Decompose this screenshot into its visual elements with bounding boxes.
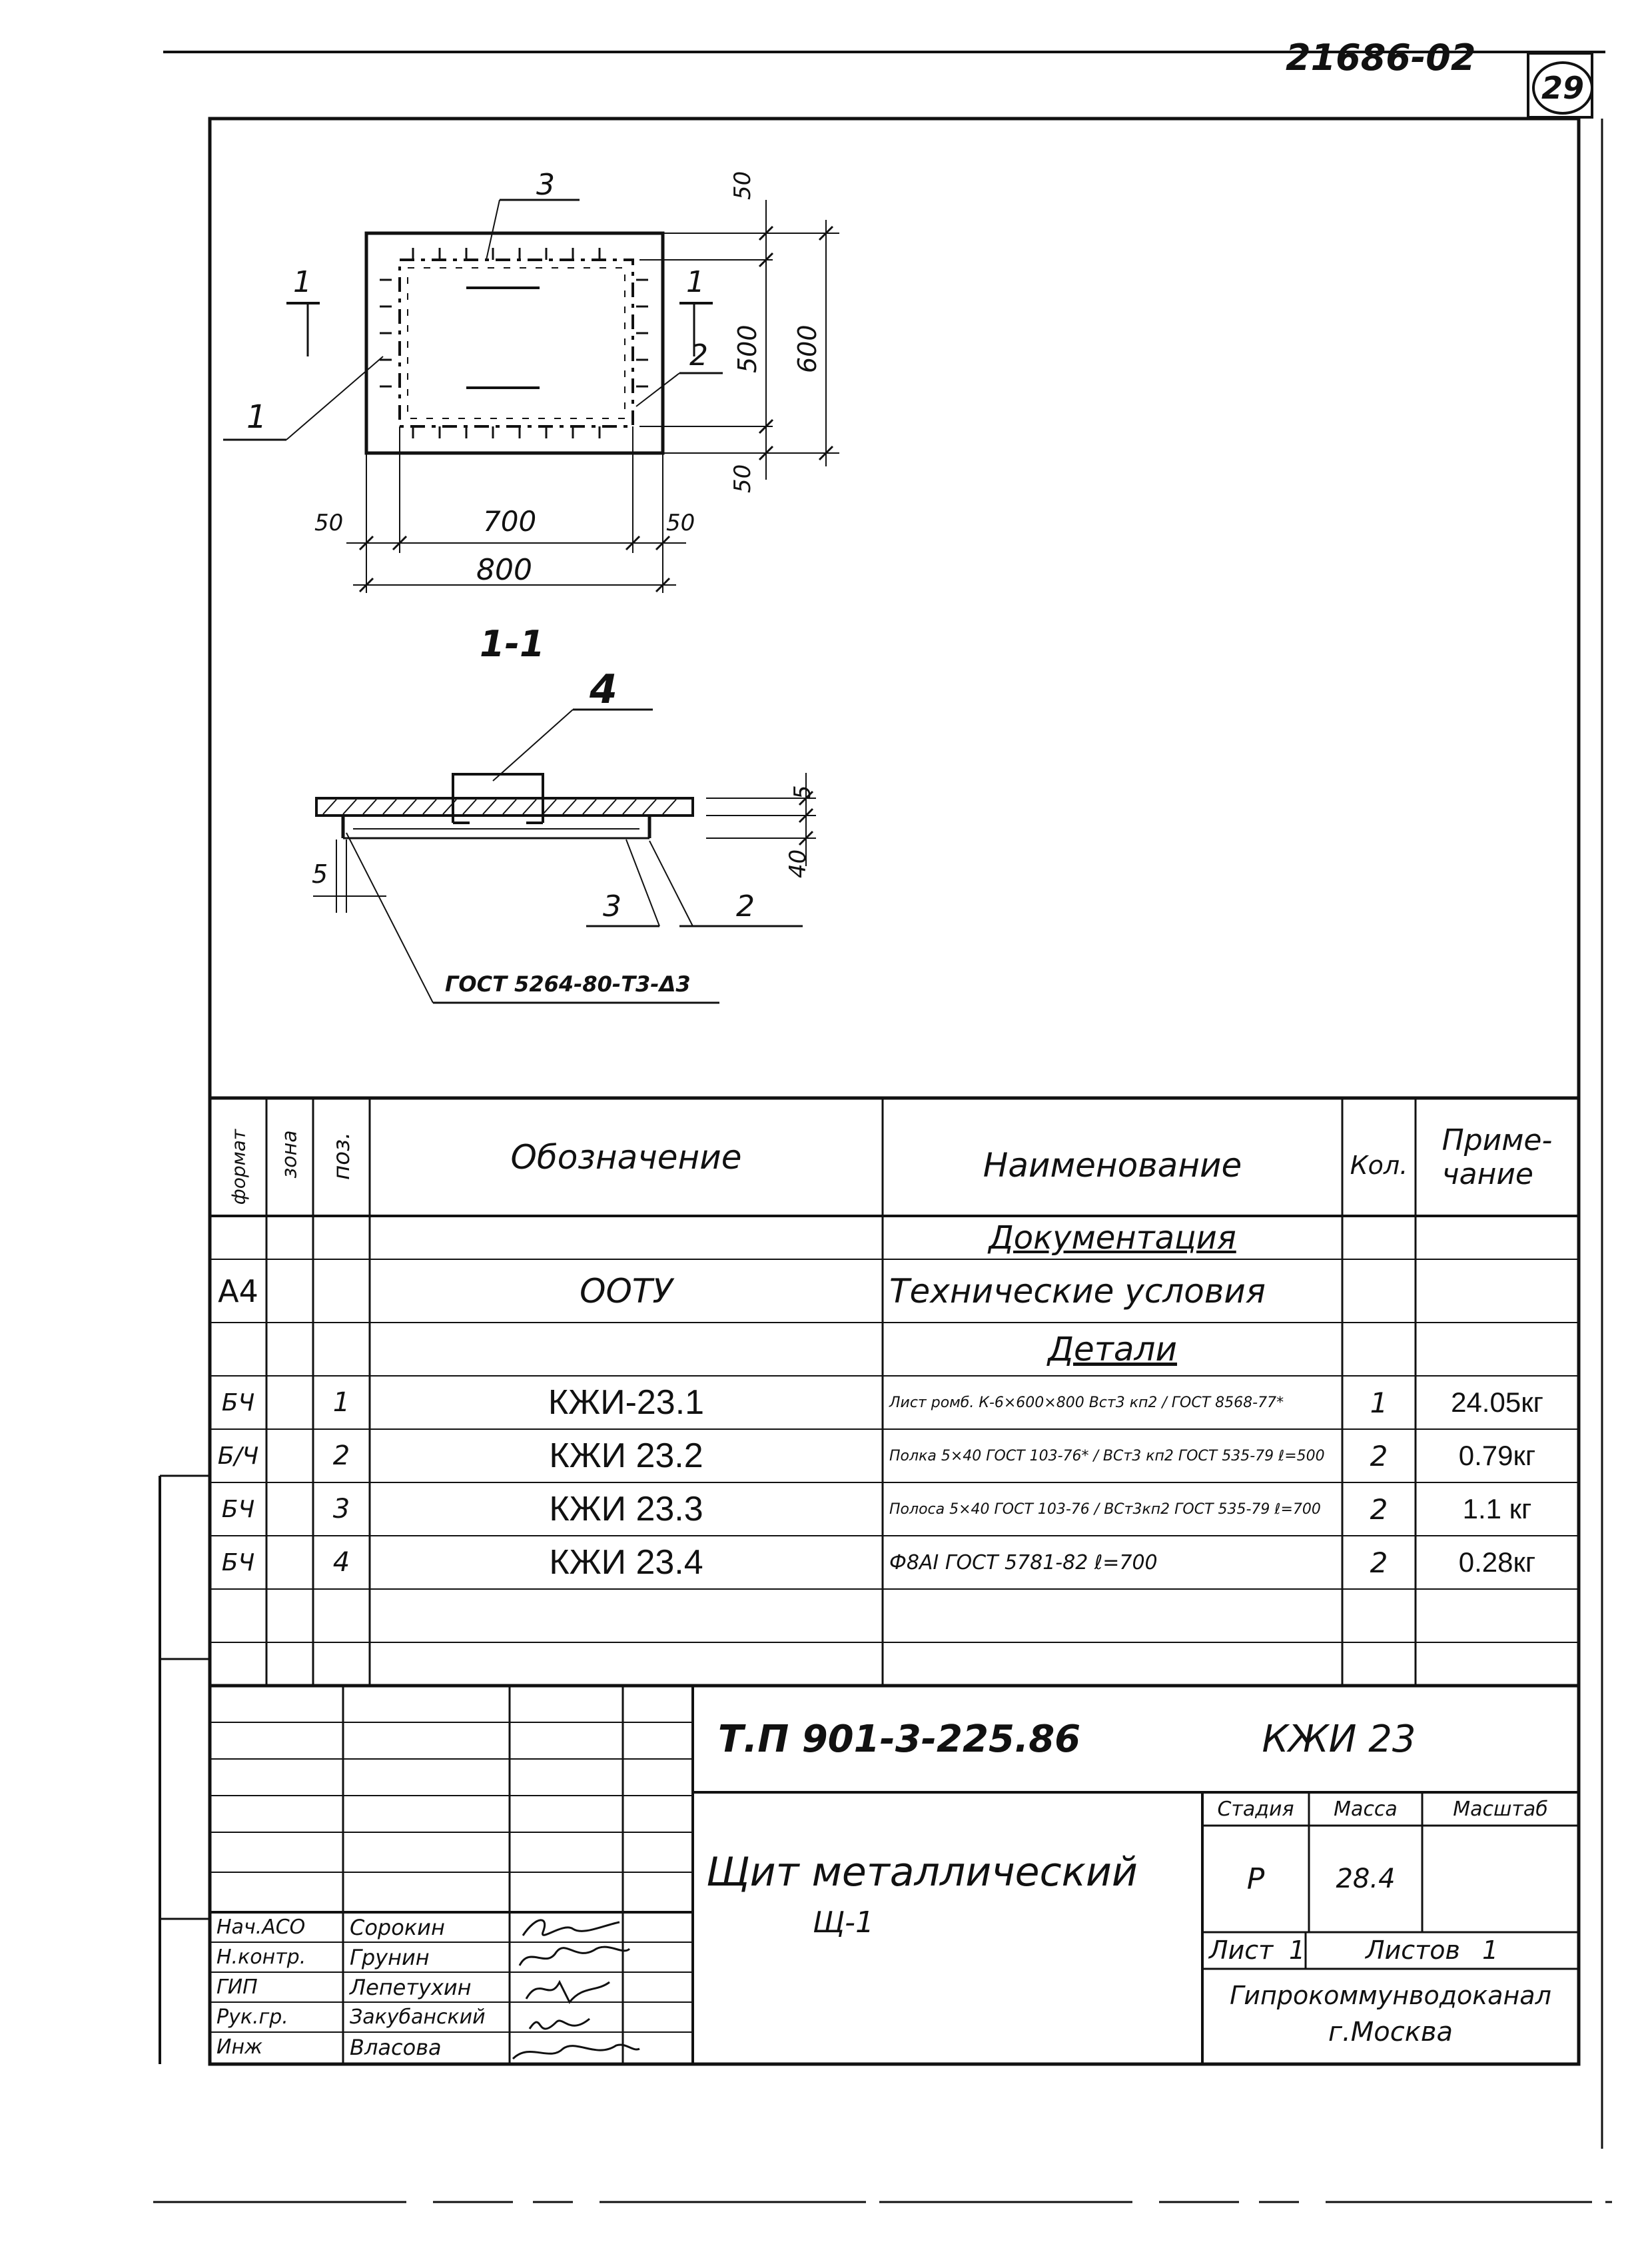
row-format: БЧ <box>221 1495 255 1523</box>
stage-label: Стадия <box>1217 1797 1294 1821</box>
plate-outline <box>364 231 665 455</box>
signatures <box>512 1919 640 2060</box>
mass-label: Масса <box>1334 1797 1398 1821</box>
row-note: 24.05кг <box>1451 1387 1543 1418</box>
row-pos: 3 <box>332 1494 350 1524</box>
header-designation: Обозначение <box>510 1137 742 1177</box>
staff-name: Лепетухин <box>350 1974 472 2000</box>
staff-role: Инж <box>216 2035 263 2059</box>
row-format: Б/Ч <box>217 1442 259 1470</box>
title-line-2: Щ-1 <box>813 1906 874 1940</box>
header-note: Приме- чание <box>1442 1123 1553 1191</box>
staff-role: Рук.гр. <box>216 2005 288 2029</box>
row-format: БЧ <box>221 1389 255 1416</box>
sheet-value: 1 <box>1289 1936 1306 1965</box>
section-callout-2: 2 <box>736 889 755 923</box>
row-designation: КЖИ 23.2 <box>549 1436 703 1475</box>
stage-value: Р <box>1246 1862 1265 1896</box>
section-view-drawing <box>313 708 816 1004</box>
row-name: Полка 5×40 ГОСТ 103-76* / ВСт3 кп2 ГОСТ … <box>889 1447 1325 1464</box>
row-pos: 1 <box>332 1387 350 1418</box>
row-designation: КЖИ-23.1 <box>548 1383 705 1422</box>
section-mark-left: 1 <box>293 265 312 299</box>
callout-2: 2 <box>689 338 708 372</box>
row-name: Лист ромб. К-6×600×800 Вст3 кп2 / ГОСТ 8… <box>889 1394 1284 1411</box>
sheet-number: 29 <box>1532 61 1593 115</box>
weld-note: ГОСТ 5264-80-Т3-Δ3 <box>445 971 691 997</box>
header-format: формат <box>227 1129 250 1205</box>
row-format: БЧ <box>221 1548 255 1576</box>
section-callout-4: 4 <box>590 666 618 713</box>
organization-line-2: г.Москва <box>1328 2017 1453 2047</box>
sheet-label: Лист <box>1209 1936 1274 1965</box>
signature-4 <box>528 2017 590 2030</box>
staff-name: Сорокин <box>350 1914 445 1940</box>
signature-3 <box>525 1979 610 2004</box>
title-line-1: Щит металлический <box>706 1849 1138 1896</box>
scale-label: Масштаб <box>1453 1797 1548 1821</box>
section-heading-documentation: Документация <box>989 1219 1236 1257</box>
callout-1: 1 <box>246 398 267 436</box>
row-designation: КЖИ 23.3 <box>549 1490 703 1528</box>
signature-5 <box>512 2043 640 2060</box>
document-number: 21686-02 <box>1286 37 1476 79</box>
row-name: Ф8АI ГОСТ 5781-82 ℓ=700 <box>889 1550 1158 1574</box>
staff-role: Н.контр. <box>216 1946 306 1969</box>
row-note: 1.1 кг <box>1462 1493 1532 1524</box>
row-name: Полоса 5×40 ГОСТ 103-76 / ВСт3кп2 ГОСТ 5… <box>889 1500 1321 1518</box>
staff-role: Нач.АСО <box>216 1916 306 1939</box>
header-pos: поз. <box>328 1132 355 1180</box>
row-note: 0.28кг <box>1458 1546 1536 1578</box>
plan-view-drawing <box>223 199 839 593</box>
section-mark-right: 1 <box>686 265 705 299</box>
staff-name: Закубанский <box>350 2005 486 2029</box>
section-title: 1-1 <box>480 623 545 665</box>
row-format: А4 <box>218 1273 258 1309</box>
row-qty: 2 <box>1370 1492 1388 1526</box>
section-callout-3: 3 <box>603 889 621 923</box>
sheets-label: Листов <box>1366 1936 1460 1965</box>
row-qty: 1 <box>1370 1386 1388 1419</box>
mass-value: 28.4 <box>1336 1864 1396 1894</box>
callout-3: 3 <box>536 168 555 202</box>
scale-value <box>1422 1826 1579 1932</box>
row-pos: 2 <box>332 1440 350 1471</box>
header-qty: Кол. <box>1350 1150 1408 1180</box>
dim-right-edge: 50 <box>666 510 695 536</box>
row-qty: 2 <box>1370 1439 1388 1472</box>
row-designation: КЖИ 23.4 <box>549 1543 703 1582</box>
project-code: Т.П 901-3-225.86 <box>717 1717 1081 1761</box>
staff-name: Грунин <box>350 1944 430 1970</box>
dim-inner-width: 700 <box>483 505 537 538</box>
signature-1 <box>522 1919 620 1936</box>
header-name: Наименование <box>983 1145 1242 1185</box>
row-pos: 4 <box>332 1547 350 1578</box>
sheets-value: 1 <box>1482 1936 1499 1965</box>
doc-code: КЖИ 23 <box>1262 1717 1416 1761</box>
staff-role: ГИП <box>216 1975 258 1999</box>
dim-left-edge: 50 <box>314 510 344 536</box>
section-heading-details: Детали <box>1047 1330 1178 1369</box>
header-zone: зона <box>278 1130 302 1179</box>
angle-frame <box>398 259 634 428</box>
row-qty: 2 <box>1370 1546 1388 1579</box>
row-designation: ООТУ <box>580 1271 673 1311</box>
dim-total-width: 800 <box>476 553 532 587</box>
row-note: 0.79кг <box>1458 1440 1536 1471</box>
staff-name: Власова <box>350 2034 442 2060</box>
signature-2 <box>518 1946 631 1966</box>
dim-weld-leg: 5 <box>312 859 328 889</box>
row-name: Технические условия <box>889 1271 1266 1311</box>
organization-line-1: Гипрокоммунводоканал <box>1230 1981 1551 2010</box>
